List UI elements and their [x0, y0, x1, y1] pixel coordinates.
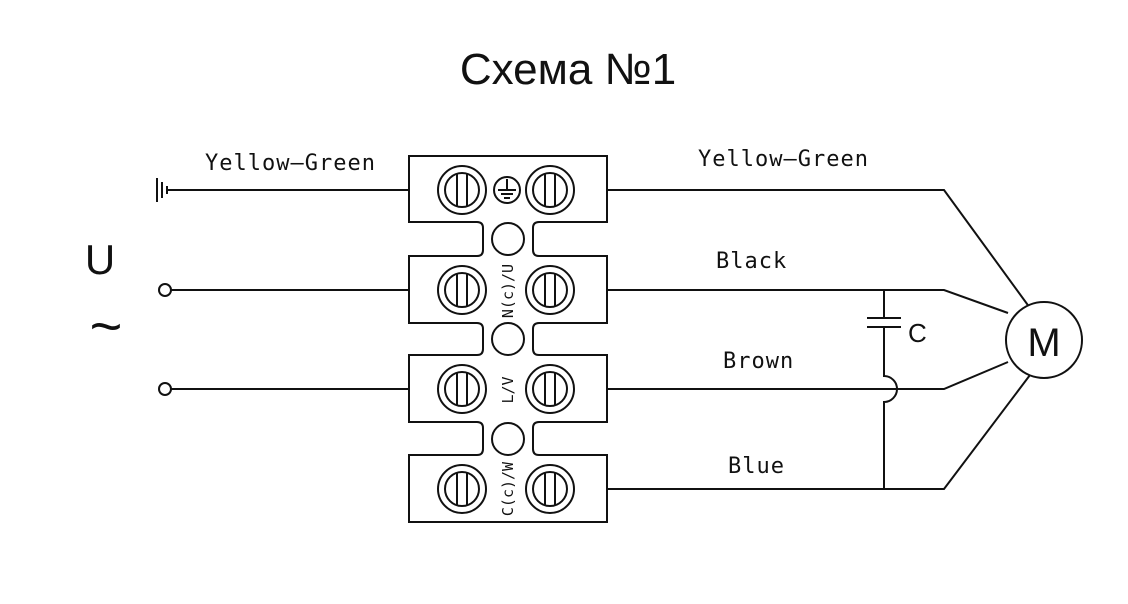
motor-label: M — [1027, 321, 1060, 365]
separator-circle-3 — [491, 422, 525, 456]
screw-icon — [437, 165, 487, 215]
screw-icon — [437, 364, 487, 414]
wire-label-black: Black — [716, 249, 787, 274]
supply-terminal-1 — [158, 283, 172, 297]
earth-symbol-icon — [493, 176, 521, 204]
screw-icon — [525, 265, 575, 315]
wire-label-ground-left: Yellow—Green — [205, 151, 376, 176]
screw-icon — [437, 464, 487, 514]
wire-label-blue: Blue — [728, 454, 785, 479]
wire-label-ground-right: Yellow—Green — [698, 147, 869, 172]
terminal-label-2: N(c)/U — [499, 264, 517, 318]
ground-icon — [156, 178, 168, 202]
black-wire — [607, 289, 1009, 314]
ac-symbol: ~ — [90, 294, 123, 357]
supply-terminal-2 — [158, 382, 172, 396]
brown-wire — [607, 361, 1009, 390]
diagram-title: Схема №1 — [460, 45, 676, 94]
separator-circle-2 — [491, 322, 525, 356]
screw-icon — [525, 165, 575, 215]
screw-icon — [525, 464, 575, 514]
screw-icon — [437, 265, 487, 315]
motor-icon — [1005, 301, 1083, 379]
blue-wire — [607, 374, 1031, 490]
terminal-label-3: L/V — [499, 376, 517, 403]
wire-label-brown: Brown — [723, 349, 794, 374]
separator-circle-1 — [491, 222, 525, 256]
capacitor-label: C — [908, 318, 927, 348]
ground-wire-right — [607, 189, 1031, 309]
capacitor-icon — [867, 290, 901, 489]
screw-icon — [525, 364, 575, 414]
voltage-symbol: U — [85, 236, 115, 283]
terminal-label-4: C(c)/W — [499, 461, 517, 516]
